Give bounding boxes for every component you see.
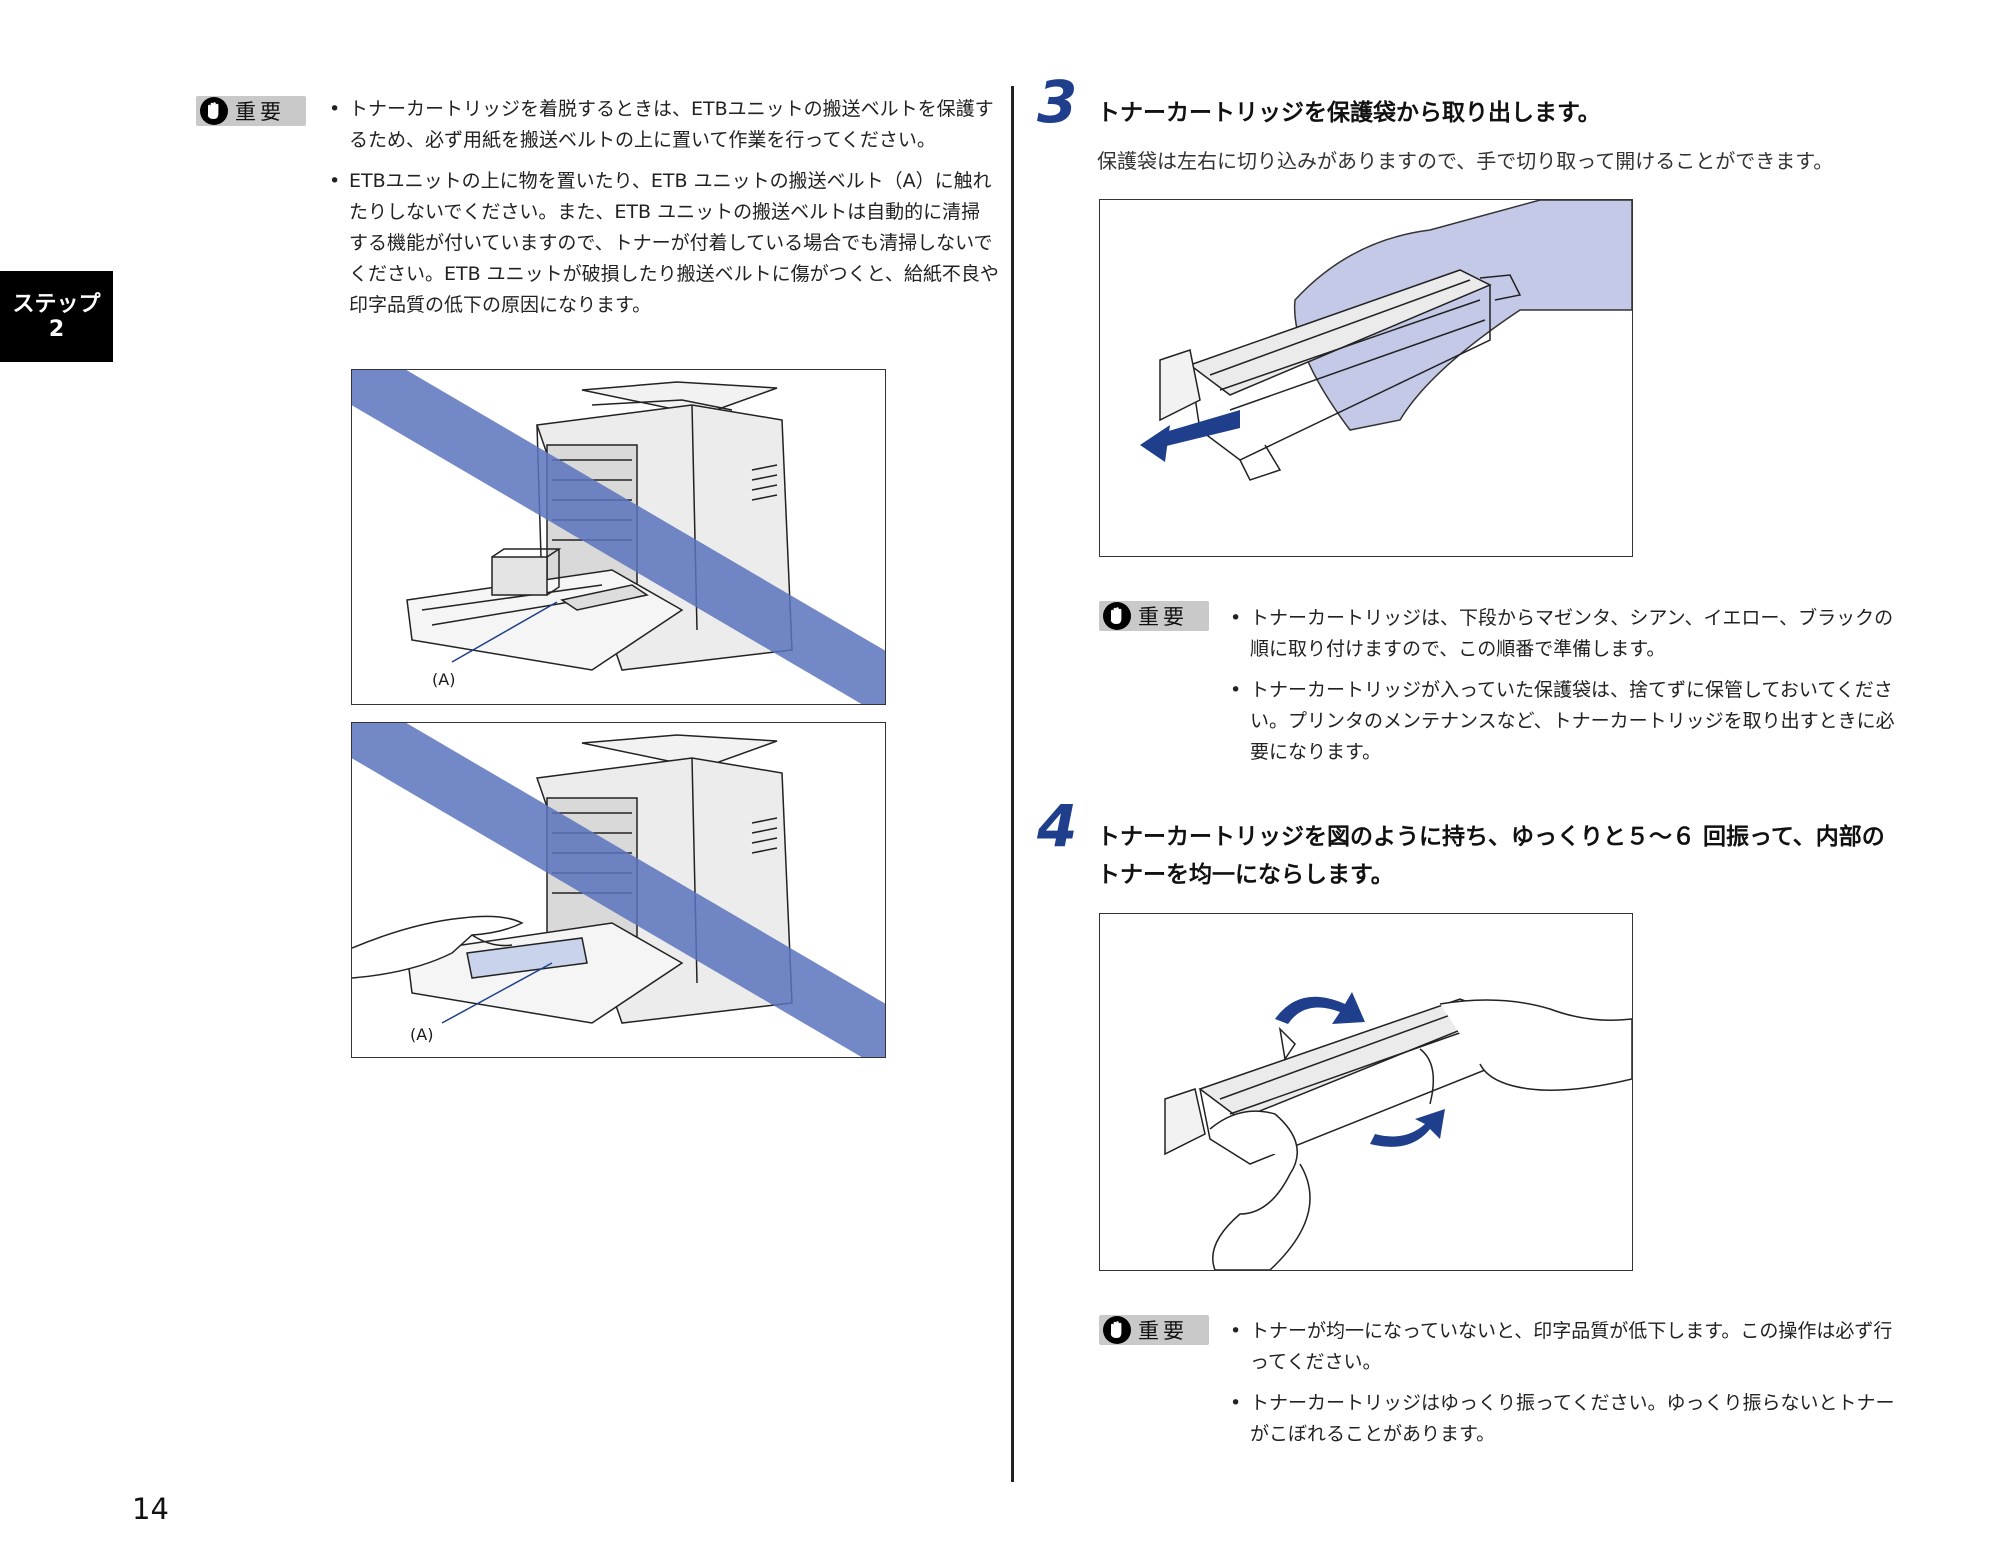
hand-stop-icon xyxy=(1103,602,1131,630)
important-badge: 重要 xyxy=(196,96,306,126)
step-3-number: 3 xyxy=(1037,68,1078,136)
hand-stop-icon xyxy=(200,97,228,125)
figure-shake-cartridge xyxy=(1099,913,1633,1271)
step-4-note-1: トナーが均一になっていないと、印字品質が低下します。この操作は必ず行ってください… xyxy=(1230,1316,1902,1378)
step-3-notes: トナーカートリッジは、下段からマゼンタ、シアン、イエロー、ブラックの順に取り付け… xyxy=(1230,603,1902,778)
cartridge-bag-illustration xyxy=(1140,200,1632,481)
left-note-2: ETBユニットの上に物を置いたり、ETB ユニットの搬送ベルト（A）に触れたりし… xyxy=(329,166,999,321)
important-label: 重要 xyxy=(1138,605,1188,629)
figure-label-a: (A) xyxy=(432,670,456,689)
page-number: 14 xyxy=(132,1492,169,1526)
step-3-title: トナーカートリッジを保護袋から取り出します。 xyxy=(1097,100,1601,126)
step-4-title: トナーカートリッジを図のように持ち、ゆっくりと５～６ 回振って、内部の トナーを… xyxy=(1097,818,1987,894)
step-4-note-2: トナーカートリッジはゆっくり振ってください。ゆっくり振らないとトナーがこぼれるこ… xyxy=(1230,1388,1902,1450)
hand-stop-icon xyxy=(1103,1316,1131,1344)
important-label: 重要 xyxy=(1138,1319,1188,1343)
step-4-title-line-2: トナーを均一にならします。 xyxy=(1097,862,1394,888)
figure-touch-belt: (A) xyxy=(351,722,886,1058)
important-label: 重要 xyxy=(235,100,285,124)
shake-cartridge-illustration xyxy=(1164,992,1632,1270)
step-4-notes: トナーが均一になっていないと、印字品質が低下します。この操作は必ず行ってください… xyxy=(1230,1316,1902,1460)
step-tab: ステップ 2 xyxy=(0,271,113,362)
left-note-1: トナーカートリッジを着脱するときは、ETBユニットの搬送ベルトを保護するため、必… xyxy=(329,94,999,156)
left-notes: トナーカートリッジを着脱するときは、ETBユニットの搬送ベルトを保護するため、必… xyxy=(329,94,999,331)
step-4-title-line-1: トナーカートリッジを図のように持ち、ゆっくりと５～６ 回振って、内部の xyxy=(1097,824,1885,850)
figure-label-a: (A) xyxy=(410,1025,434,1044)
printer-illustration-1 xyxy=(352,370,885,704)
printer-illustration-2 xyxy=(352,723,885,1057)
step-tab-label: ステップ xyxy=(12,291,101,317)
pull-arrow-icon xyxy=(1150,410,1240,450)
figure-remove-from-bag xyxy=(1099,199,1633,557)
rotate-arrow-icon xyxy=(1275,992,1365,1024)
step-3-note-2: トナーカートリッジが入っていた保護袋は、捨てずに保管しておいてください。プリンタ… xyxy=(1230,675,1902,768)
important-badge: 重要 xyxy=(1099,1315,1209,1345)
column-divider xyxy=(1011,86,1014,1482)
figure-object-on-belt: (A) xyxy=(351,369,886,705)
step-tab-number: 2 xyxy=(48,316,65,342)
important-badge: 重要 xyxy=(1099,601,1209,631)
step-3-description: 保護袋は左右に切り込みがありますので、手で切り取って開けることができます。 xyxy=(1097,149,1834,173)
step-3-note-1: トナーカートリッジは、下段からマゼンタ、シアン、イエロー、ブラックの順に取り付け… xyxy=(1230,603,1902,665)
step-4-number: 4 xyxy=(1037,792,1078,860)
